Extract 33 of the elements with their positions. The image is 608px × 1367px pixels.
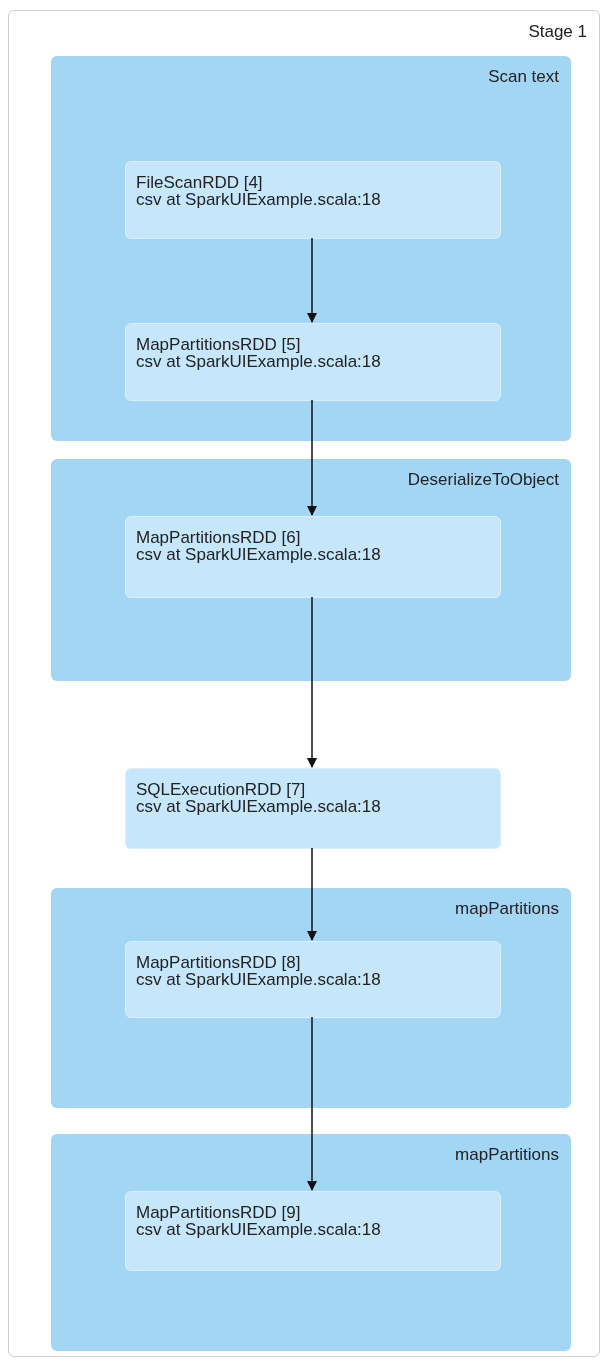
- rdd-box: [125, 323, 501, 401]
- rdd-box: [125, 1191, 501, 1271]
- arrow: [307, 596, 317, 768]
- arrow: [307, 237, 317, 323]
- cluster-label: Scan text: [488, 68, 559, 85]
- cluster-box: [51, 1134, 571, 1351]
- call-site: csv at SparkUIExample.scala:18: [136, 191, 382, 208]
- cluster-label: mapPartitions: [455, 1146, 559, 1163]
- cluster-box: [51, 888, 571, 1108]
- call-site: csv at SparkUIExample.scala:18: [136, 1221, 382, 1238]
- rdd-box: [125, 768, 501, 849]
- rdd-name: MapPartitionsRDD [6]: [136, 529, 302, 546]
- rdd-name: SQLExecutionRDD [7]: [136, 781, 307, 798]
- cluster-label: Stage 1: [528, 23, 587, 40]
- rdd-name: FileScanRDD [4]: [136, 174, 264, 191]
- call-site: csv at SparkUIExample.scala:18: [136, 971, 382, 988]
- call-site: csv at SparkUIExample.scala:18: [136, 546, 382, 563]
- call-site: csv at SparkUIExample.scala:18: [136, 798, 382, 815]
- arrow: [307, 399, 317, 516]
- rdd-box: [125, 941, 501, 1018]
- arrow: [307, 847, 317, 941]
- rdd-name: MapPartitionsRDD [8]: [136, 954, 302, 971]
- arrow: [307, 1016, 317, 1191]
- rdd-name: MapPartitionsRDD [5]: [136, 336, 302, 353]
- call-site: csv at SparkUIExample.scala:18: [136, 353, 382, 370]
- cluster-label: mapPartitions: [455, 900, 559, 917]
- rdd-box: [125, 161, 501, 239]
- cluster-box: [51, 459, 571, 681]
- cluster-label: DeserializeToObject: [407, 471, 559, 488]
- cluster-box: [51, 56, 571, 441]
- stage-panel: [8, 10, 600, 1357]
- rdd-name: MapPartitionsRDD [9]: [136, 1204, 302, 1221]
- rdd-box: [125, 516, 501, 598]
